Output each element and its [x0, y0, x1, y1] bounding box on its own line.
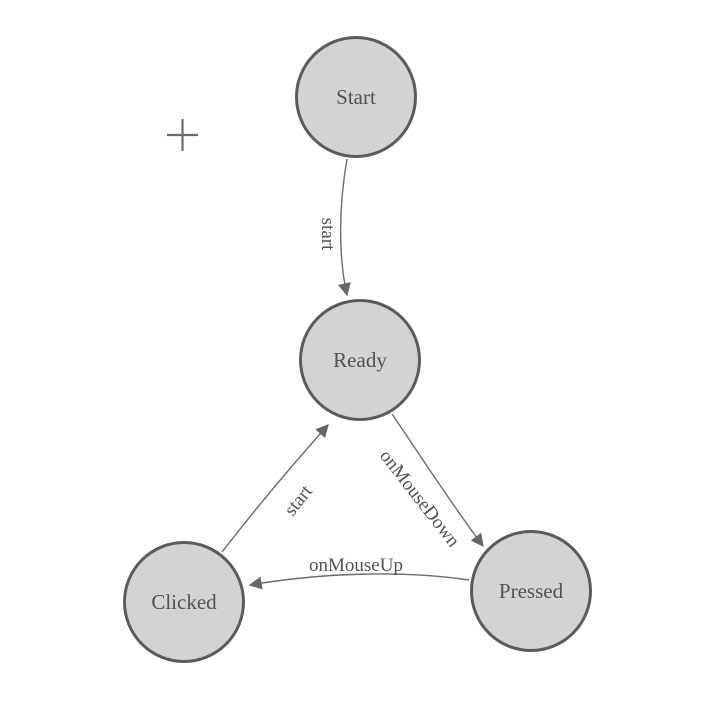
- state-node-clicked[interactable]: Clicked: [123, 541, 245, 663]
- state-node-pressed-label: Pressed: [498, 578, 564, 603]
- state-node-start[interactable]: Start: [295, 36, 417, 158]
- state-node-clicked-label: Clicked: [151, 589, 217, 614]
- crosshair-icon: [167, 119, 198, 151]
- edge-clicked-to-ready[interactable]: [221, 424, 329, 553]
- edge-start-to-ready[interactable]: [338, 158, 351, 297]
- edge-ready-to-pressed[interactable]: [391, 413, 484, 548]
- state-node-start-label: Start: [336, 84, 376, 109]
- state-node-ready-label: Ready: [333, 347, 387, 372]
- edge-pressed-to-clicked[interactable]: [248, 573, 470, 590]
- state-node-ready[interactable]: Ready: [299, 299, 421, 421]
- state-node-pressed[interactable]: Pressed: [470, 530, 592, 652]
